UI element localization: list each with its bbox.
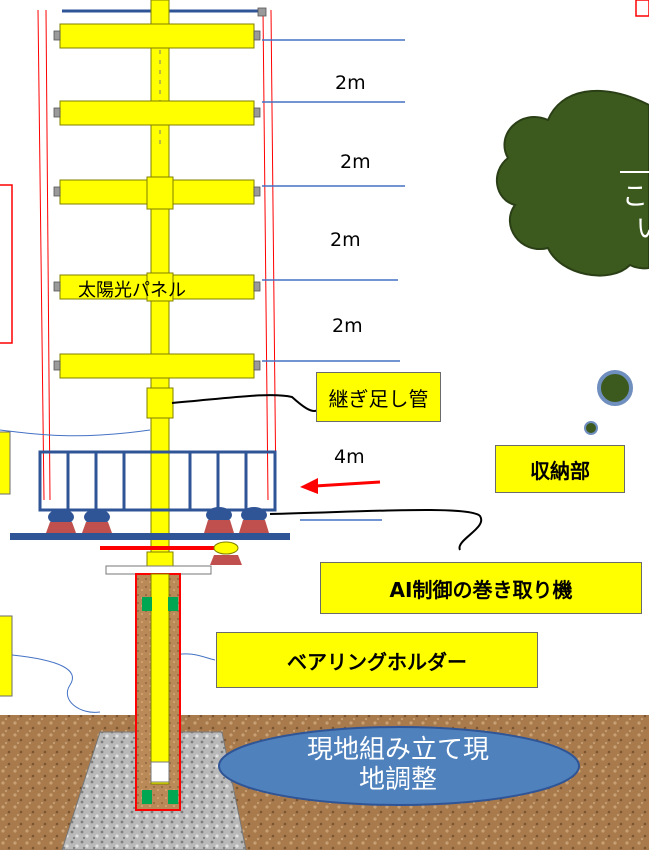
rollers — [46, 507, 269, 533]
onsite-oval — [218, 726, 580, 806]
pole-lower — [150, 573, 170, 785]
cloud-text-line-1: こ — [622, 182, 649, 212]
storage-frame — [38, 450, 277, 512]
panel-2 — [59, 100, 255, 126]
base-plate — [105, 565, 212, 575]
red-guide-lines — [37, 9, 277, 501]
dimension-label-4: 2m — [332, 315, 363, 337]
connector-lines — [171, 394, 483, 551]
panel-5 — [59, 353, 255, 379]
left-red-box — [0, 184, 13, 344]
left-yellow-box-1 — [0, 431, 11, 495]
platform — [10, 533, 290, 540]
bearings — [142, 597, 178, 804]
red-bar — [100, 546, 232, 550]
dimension-lines — [262, 39, 405, 521]
dimension-label-2: 2m — [340, 151, 371, 173]
left-yellow-box-2 — [0, 615, 13, 697]
thought-bubble-large — [597, 370, 633, 406]
red-arrow — [300, 478, 381, 494]
winder-label: AI制御の巻き取り機 — [320, 562, 642, 614]
dimension-label-3: 2m — [330, 229, 361, 251]
storage-label: 収納部 — [495, 445, 625, 493]
thought-bubble-small — [584, 421, 598, 435]
dimension-label-1: 2m — [335, 72, 366, 94]
panel-1 — [59, 23, 255, 49]
solar-panel-label: 太陽光パネル — [78, 280, 186, 301]
thought-cloud — [495, 89, 649, 277]
extension-pipe-label: 継ぎ足し管 — [316, 372, 441, 422]
winder-base — [210, 555, 242, 565]
onsite-label: 現地組み立て現地調整 — [306, 735, 489, 795]
bearing-holder-label: ベアリングホルダー — [216, 632, 538, 688]
dimension-label-5: 4m — [334, 446, 365, 468]
winder-motor — [213, 541, 239, 555]
cloud-text-line-2: い — [636, 208, 649, 245]
